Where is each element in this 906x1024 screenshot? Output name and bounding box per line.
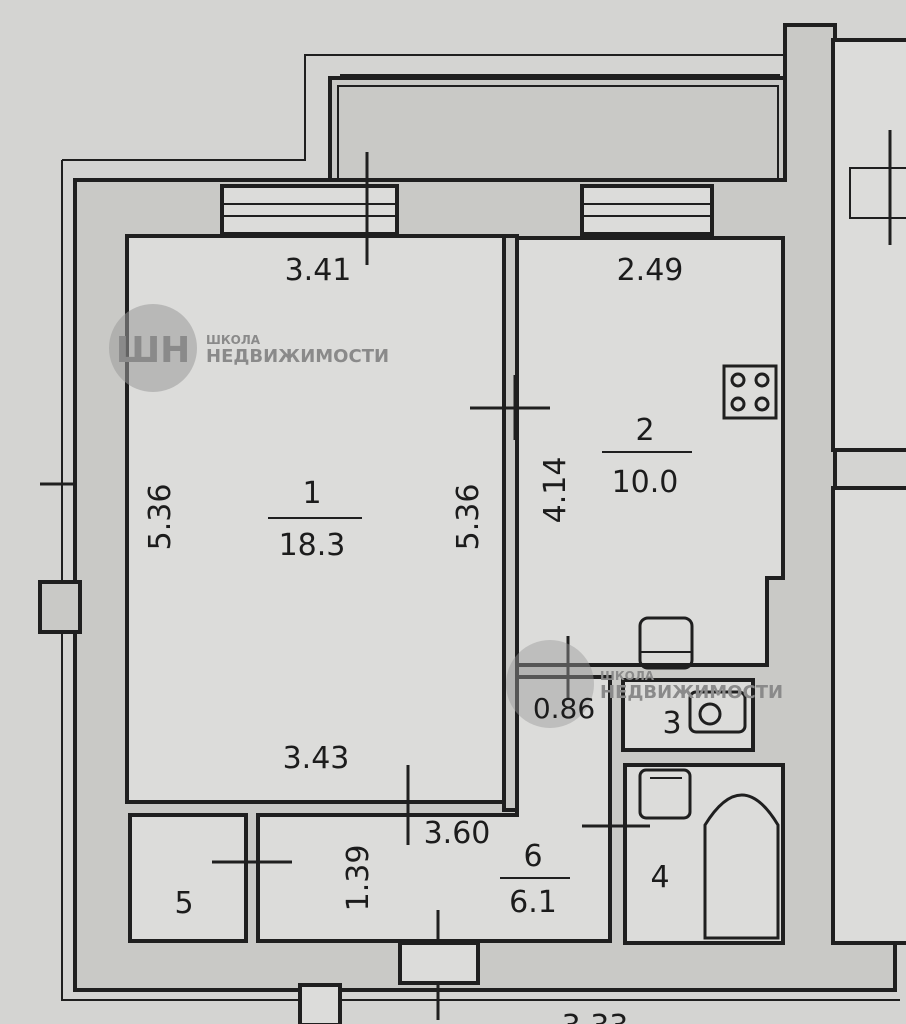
neighbour-room-top [831,38,906,452]
bottom-door [298,983,342,1024]
room-1-number: 1 [302,476,321,511]
watermark-2: ШКОЛА НЕДВИЖИМОСТИ [506,640,783,728]
balcony [328,76,787,188]
stove [722,364,778,420]
dim-room2-top: 2.49 [617,253,684,288]
room-3-number: 3 [662,706,681,741]
toilet [688,690,747,734]
window-room2 [580,184,714,236]
kitchen-sink [638,616,694,670]
dim-room1-left: 5.36 [143,484,178,551]
entrance-door [398,941,480,985]
bathtub [703,793,780,940]
sink [638,768,692,820]
tick-marks [40,130,892,1020]
dim-room1-top: 3.41 [285,253,352,288]
room-1-area: 18.3 [279,528,346,563]
room-2-number: 2 [635,413,654,448]
room-4-number: 4 [650,860,669,895]
neighbour-room-bottom [831,486,906,945]
room-2-area: 10.0 [612,465,679,500]
dim-room1-bottom: 3.43 [283,741,350,776]
dim-room6-left: 1.39 [341,845,376,912]
room-6 [256,675,612,943]
room-6-area: 6.1 [509,885,557,920]
watermark-line1: ШКОЛА [600,669,655,683]
dim-bath-width: 0.86 [533,692,595,725]
room-6-number: 6 [523,839,542,874]
window-room1 [220,184,399,236]
room-5-number: 5 [174,886,193,921]
dim-outer-bottom: 3.33 [562,1009,629,1024]
dim-room6-top: 3.60 [424,816,491,851]
dim-room1-right: 5.36 [451,484,486,551]
left-wall-bump [38,580,82,634]
watermark-line2: НЕДВИЖИМОСТИ [600,682,783,703]
watermark-line2: НЕДВИЖИМОСТИ [206,346,389,367]
watermark-line1: ШКОЛА [206,333,261,347]
outer-contour [61,54,900,1001]
dim-room2-left: 4.14 [538,457,573,524]
room-5 [128,813,248,943]
watermark-1: ШН ШКОЛА НЕДВИЖИМОСТИ [109,304,389,392]
watermark-logo: ШН [116,330,191,371]
